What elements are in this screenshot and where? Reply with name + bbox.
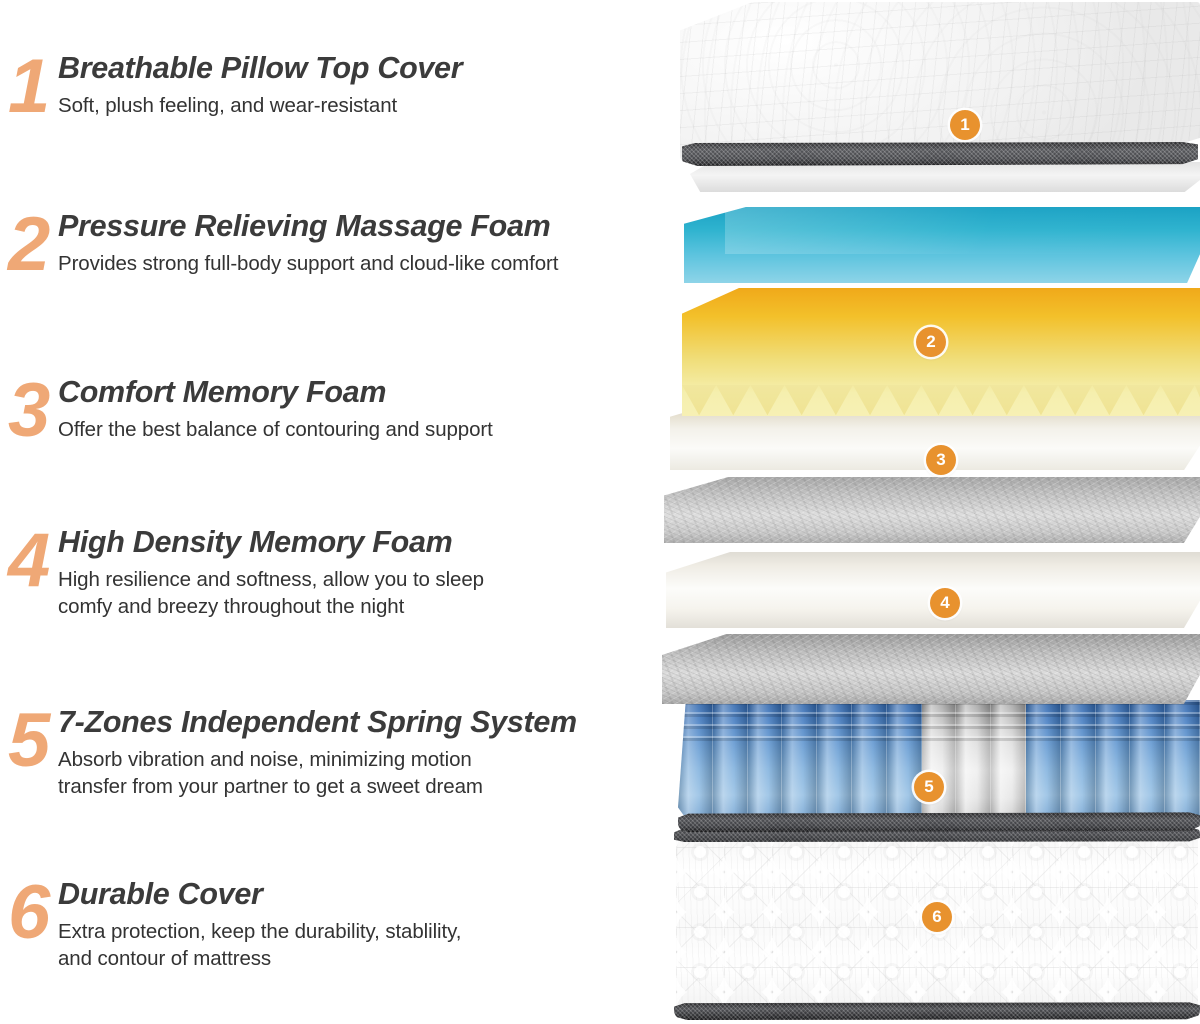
- bottom-cover-mesh-border-bottom: [674, 1002, 1200, 1020]
- feature-number-1: 1: [8, 44, 50, 129]
- feature-desc-1: Soft, plush feeling, and wear-resistant: [58, 93, 398, 117]
- coil-blue: [1095, 700, 1131, 822]
- feature-desc-3: Offer the best balance of contouring and…: [58, 417, 493, 441]
- coil-blue: [712, 700, 748, 822]
- layer-badge-2: 2: [916, 327, 946, 357]
- coil-blue: [817, 700, 852, 822]
- feature-title-3: Comfort Memory Foam: [58, 375, 387, 409]
- coil-blue: [1060, 700, 1096, 822]
- feature-desc-2: Provides strong full-body support and cl…: [58, 251, 559, 275]
- layer-pocket-spring-system: [678, 700, 1200, 832]
- feature-title-2: Pressure Relieving Massage Foam: [58, 209, 551, 243]
- feature-title-1: Breathable Pillow Top Cover: [58, 51, 463, 85]
- feature-number-6: 6: [8, 870, 50, 955]
- feature-body-6: Durable Cover Extra protection, keep the…: [58, 878, 461, 972]
- coil-blue: [851, 700, 887, 822]
- mattress-layer-diagram: 1 2 3 4: [660, 0, 1200, 1024]
- coil-grey-zone: [921, 700, 957, 822]
- feature-number-3: 3: [8, 368, 50, 453]
- feature-title-6: Durable Cover: [58, 877, 263, 911]
- layer-high-density-memory-foam: [666, 552, 1200, 628]
- feature-number-4: 4: [8, 518, 50, 603]
- spring-unit-mesh-border: [678, 812, 1200, 832]
- layer-felt-pad-upper: [664, 477, 1200, 543]
- feature-desc-5: Absorb vibration and noise, minimizing m…: [58, 747, 483, 798]
- layer-badge-3: 3: [926, 445, 956, 475]
- layer-badge-5: 5: [914, 772, 944, 802]
- feature-body-3: Comfort Memory Foam Offer the best balan…: [58, 376, 493, 443]
- feature-body-5: 7-Zones Independent Spring System Absorb…: [58, 706, 577, 800]
- coil-blue: [1165, 700, 1200, 822]
- coil-blue: [678, 700, 713, 822]
- coil-blue: [747, 700, 783, 822]
- feature-body-1: Breathable Pillow Top Cover Soft, plush …: [58, 51, 463, 119]
- pocket-coil-row: [678, 700, 1200, 822]
- coil-blue: [782, 700, 818, 822]
- pillow-top-mesh-border: [682, 142, 1198, 166]
- layer-blue-cooling-slab: [684, 207, 1200, 283]
- layer-pillow-top-cover: 1: [680, 2, 1200, 192]
- feature-title-5: 7-Zones Independent Spring System: [58, 705, 577, 739]
- feature-number-5: 5: [8, 698, 50, 783]
- layer-badge-6: 6: [922, 902, 952, 932]
- pillow-top-quilted-surface: [680, 2, 1200, 160]
- coil-grey-zone: [991, 700, 1026, 822]
- feature-title-4: High Density Memory Foam: [58, 525, 453, 559]
- layer-badge-1: 1: [950, 110, 980, 140]
- feature-desc-6: Extra protection, keep the durability, s…: [58, 919, 462, 970]
- coil-blue: [1025, 700, 1061, 822]
- feature-desc-4: High resilience and softness, allow you …: [58, 567, 484, 618]
- feature-number-2: 2: [8, 202, 50, 287]
- coil-blue: [886, 700, 922, 822]
- coil-grey-zone: [956, 700, 992, 822]
- pillow-top-under-sheet: [690, 162, 1200, 192]
- coil-blue: [1130, 700, 1166, 822]
- layer-felt-pad-lower: [662, 634, 1200, 704]
- feature-body-4: High Density Memory Foam High resilience…: [58, 526, 484, 620]
- feature-body-2: Pressure Relieving Massage Foam Provides…: [58, 210, 558, 277]
- layer-badge-4: 4: [930, 588, 960, 618]
